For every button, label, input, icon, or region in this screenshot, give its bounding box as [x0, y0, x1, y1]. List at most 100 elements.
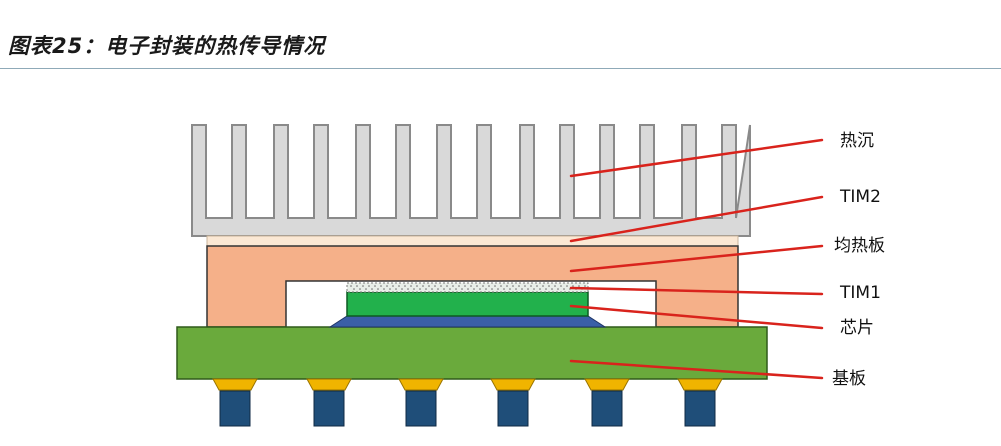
label-substrate: 基板 [832, 369, 866, 389]
tim1-dot [458, 285, 460, 287]
tim1-dot [512, 285, 514, 287]
tim1-dot [410, 285, 412, 287]
tim1-dot [518, 285, 520, 287]
tim1-dot [500, 285, 502, 287]
tim1-dot [449, 288, 451, 290]
tim1-dot [539, 288, 541, 290]
label-tim1: TIM1 [839, 283, 881, 303]
tim1-dot [455, 288, 457, 290]
tim1-dot [431, 288, 433, 290]
solder-bump [584, 378, 630, 391]
tim1-dot [557, 288, 559, 290]
tim1-dot [464, 285, 466, 287]
tim1-dot [383, 288, 385, 290]
tim1-dot [428, 285, 430, 287]
tim1-dot [353, 288, 355, 290]
leader-chip [569, 304, 824, 330]
tim1-dot [443, 288, 445, 290]
tim1-dot [446, 285, 448, 287]
tim1-dot [551, 288, 553, 290]
tim1-dot [359, 288, 361, 290]
tim1-dot [482, 285, 484, 287]
tim1-dot [380, 285, 382, 287]
leader-substrate [569, 359, 824, 380]
label-chip: 芯片 [840, 318, 874, 338]
solder-balls [212, 378, 723, 427]
tim1-dot [422, 285, 424, 287]
tim1-dot [401, 288, 403, 290]
pin [219, 390, 251, 427]
tim1-dot [548, 285, 550, 287]
tim1-dot [467, 288, 469, 290]
pin [497, 390, 529, 427]
tim1-dot [419, 288, 421, 290]
tim2-layer [206, 235, 739, 247]
tim1-dot [494, 285, 496, 287]
pin [684, 390, 716, 427]
tim1-dot [524, 285, 526, 287]
tim1-dot [488, 285, 490, 287]
solder-bump [212, 378, 258, 391]
tim1-dot [395, 288, 397, 290]
tim1-dot [521, 288, 523, 290]
tim1-dot [476, 285, 478, 287]
leader-spreader [569, 244, 824, 273]
tim1-dot [425, 288, 427, 290]
tim1-dot [398, 285, 400, 287]
die-attach [328, 315, 607, 328]
chip [346, 291, 589, 317]
tim1-dot [452, 285, 454, 287]
tim1-dot [566, 285, 568, 287]
leader-heatsink [569, 138, 824, 178]
tim1-dot [473, 288, 475, 290]
tim1-dot [542, 285, 544, 287]
solder-bump [677, 378, 723, 391]
pin [313, 390, 345, 427]
tim1-dot [404, 285, 406, 287]
leader-lines [569, 138, 824, 380]
heatsink [191, 124, 751, 237]
leader-tim2 [569, 195, 824, 243]
tim1-dot [440, 285, 442, 287]
tim1-dot [413, 288, 415, 290]
tim1-dot [365, 288, 367, 290]
label-tim2: TIM2 [839, 187, 881, 207]
tim1-dot [371, 288, 373, 290]
tim1-dot [437, 288, 439, 290]
substrate [176, 326, 768, 380]
tim1-dot [491, 288, 493, 290]
label-heatsink: 热沉 [840, 131, 874, 151]
tim1-dot [533, 288, 535, 290]
tim1-dot [527, 288, 529, 290]
tim1-dot [362, 285, 364, 287]
tim1-dot [572, 285, 574, 287]
tim1-dot [536, 285, 538, 287]
tim1-dot [377, 288, 379, 290]
tim1-dot [479, 288, 481, 290]
tim1-dot [545, 288, 547, 290]
solder-bump [490, 378, 536, 391]
tim1-dot [560, 285, 562, 287]
tim1-dot [461, 288, 463, 290]
title-divider [0, 68, 1001, 69]
heatsink-body [191, 124, 751, 237]
tim1-dot [584, 285, 586, 287]
tim1-layer [346, 282, 589, 293]
tim1-dot [515, 288, 517, 290]
tim1-dot [434, 285, 436, 287]
tim1-dot [509, 288, 511, 290]
tim1-dot [485, 288, 487, 290]
tim1-dot [389, 288, 391, 290]
tim1-dot [350, 285, 352, 287]
tim1-dot [470, 285, 472, 287]
tim1-dot [506, 285, 508, 287]
label-spreader: 均热板 [834, 236, 885, 256]
tim1-dot [356, 285, 358, 287]
tim1-dot [497, 288, 499, 290]
leader-tim1 [569, 286, 824, 296]
tim1-dot [578, 285, 580, 287]
tim1-dot [368, 285, 370, 287]
tim1-dot [563, 288, 565, 290]
solder-bump [306, 378, 352, 391]
